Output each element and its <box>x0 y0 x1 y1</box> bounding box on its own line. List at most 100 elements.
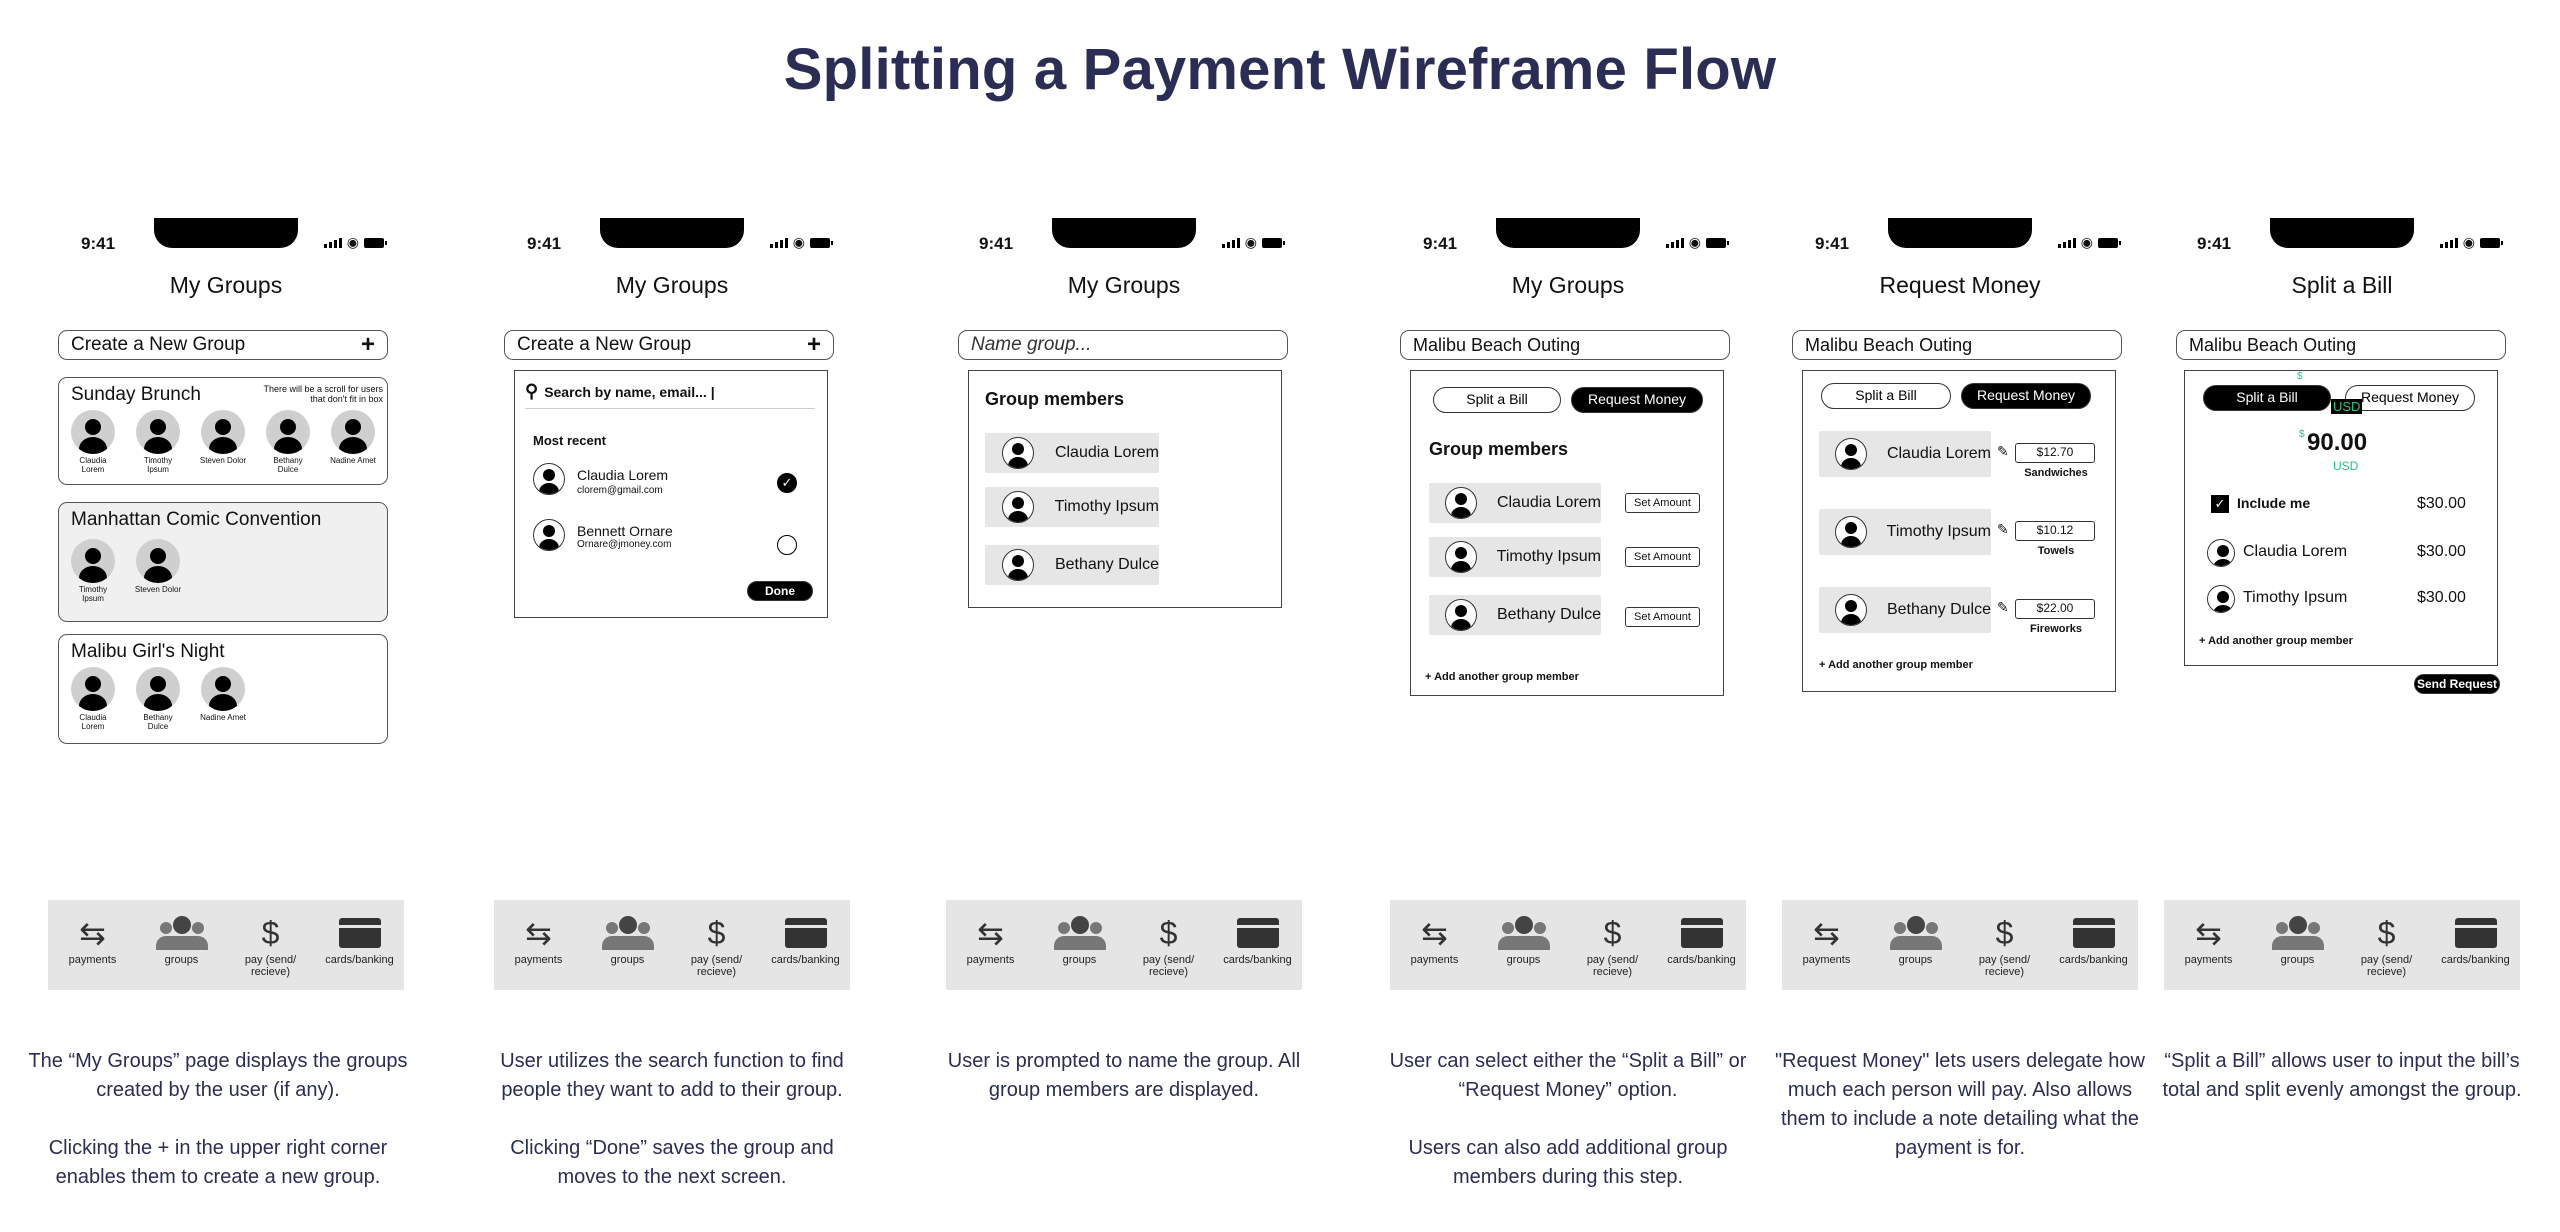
contact-row[interactable] <box>533 463 565 495</box>
pencil-icon[interactable]: ✎ <box>1997 521 2009 537</box>
nav-pay[interactable]: $pay (send/ recieve) <box>2347 912 2427 979</box>
member-row[interactable]: Claudia Lorem <box>985 433 1159 473</box>
nav-pay[interactable]: $pay (send/ recieve) <box>1965 912 2045 979</box>
nav-payments[interactable]: ⇆payments <box>1395 912 1475 966</box>
member-row[interactable]: Bethany Dulce <box>1429 595 1601 635</box>
group-name-field[interactable]: Malibu Beach Outing <box>2176 330 2506 360</box>
member-row[interactable] <box>2207 585 2235 613</box>
group-name-input[interactable]: Name group... <box>958 330 1288 360</box>
contact-row[interactable] <box>533 519 565 551</box>
member-row[interactable]: Timothy Ipsum <box>1819 509 1991 555</box>
nav-cards[interactable]: cards/banking <box>1662 912 1742 966</box>
nav-groups[interactable]: groups <box>588 912 668 966</box>
people-group-icon <box>1040 912 1120 954</box>
amount-input[interactable]: $10.12 <box>2015 521 2095 541</box>
nav-pay[interactable]: $pay (send/ recieve) <box>1129 912 1209 979</box>
nav-cards[interactable]: cards/banking <box>1218 912 1298 966</box>
create-group-button[interactable]: Create a New Group+ <box>58 330 388 360</box>
nav-groups[interactable]: groups <box>1484 912 1564 966</box>
bill-total-input[interactable]: 90.00 <box>2307 429 2368 456</box>
include-me-label: Include me <box>2237 495 2311 511</box>
split-panel: Split a Bill Request Money Group members… <box>1410 370 1724 696</box>
nav-cards[interactable]: cards/banking <box>766 912 846 966</box>
member-name: Timothy Ipsum <box>2243 589 2348 606</box>
member-avatar[interactable]: Timothy Ipsum <box>67 539 119 603</box>
member-row[interactable]: Bethany Dulce <box>985 545 1159 585</box>
member-row[interactable]: Timothy Ipsum <box>985 487 1159 527</box>
member-avatar[interactable]: Claudia Lorem <box>67 667 119 731</box>
set-amount-button[interactable]: Set Amount <box>1625 547 1700 567</box>
status-time: 9:41 <box>81 234 116 253</box>
plus-icon[interactable]: + <box>360 331 375 358</box>
step-description: User can select either the “Split a Bill… <box>1389 1050 1747 1188</box>
member-avatar[interactable]: Steven Dolor <box>197 410 249 465</box>
create-group-button[interactable]: Create a New Group+ <box>504 330 834 360</box>
request-money-tab[interactable]: Request Money <box>1571 387 1703 413</box>
set-amount-button[interactable]: Set Amount <box>1625 493 1700 513</box>
nav-pay[interactable]: $pay (send/ recieve) <box>1573 912 1653 979</box>
group-card[interactable]: Malibu Girl's Night Claudia Lorem Bethan… <box>58 634 388 744</box>
include-me-checkbox[interactable]: ✓ <box>2211 495 2229 513</box>
nav-pay[interactable]: $pay (send/ recieve) <box>231 912 311 979</box>
member-row[interactable]: Bethany Dulce <box>1819 587 1991 633</box>
group-card[interactable]: Manhattan Comic Convention Timothy Ipsum… <box>58 502 388 622</box>
pencil-icon[interactable]: ✎ <box>1997 599 2009 615</box>
send-request-button[interactable]: Send Request <box>2414 674 2500 694</box>
member-avatar[interactable]: Nadine Amet <box>327 410 379 465</box>
member-row[interactable]: Claudia Lorem <box>1429 483 1601 523</box>
member-avatar[interactable]: Nadine Amet <box>197 667 249 722</box>
request-money-tab[interactable]: Request Money <box>2345 385 2475 411</box>
nav-groups[interactable]: groups <box>1876 912 1956 966</box>
status-time: 9:41 <box>1423 234 1458 253</box>
nav-cards[interactable]: cards/banking <box>320 912 400 966</box>
split-bill-tab[interactable]: Split a Bill <box>1433 387 1561 413</box>
set-amount-button[interactable]: Set Amount <box>1625 607 1700 627</box>
group-name: Sunday Brunch <box>71 384 201 405</box>
wifi-icon: ◉ <box>2080 234 2093 250</box>
dollar-icon: $ <box>707 914 726 951</box>
pencil-icon[interactable]: ✎ <box>1997 443 2009 459</box>
nav-payments[interactable]: ⇆payments <box>499 912 579 966</box>
member-avatar[interactable]: Steven Dolor <box>132 539 184 594</box>
avatar-icon <box>331 410 375 454</box>
amount-input[interactable]: $12.70 <box>2015 443 2095 463</box>
request-money-tab[interactable]: Request Money <box>1961 383 2091 409</box>
member-row[interactable] <box>2207 539 2235 567</box>
nav-groups[interactable]: groups <box>142 912 222 966</box>
currency-tag: USD <box>2331 399 2363 414</box>
nav-groups[interactable]: groups <box>1040 912 1120 966</box>
search-input[interactable]: ⚲Search by name, email... | <box>525 381 815 409</box>
add-member-link[interactable]: + Add another group member <box>2199 635 2353 647</box>
nav-groups[interactable]: groups <box>2258 912 2338 966</box>
nav-payments[interactable]: ⇆payments <box>53 912 133 966</box>
member-avatar[interactable]: Timothy Ipsum <box>132 410 184 474</box>
add-member-link[interactable]: + Add another group member <box>1819 659 1973 671</box>
nav-payments[interactable]: ⇆payments <box>951 912 1031 966</box>
unselected-radio-icon[interactable] <box>777 535 797 555</box>
member-avatar[interactable]: Bethany Dulce <box>262 410 314 474</box>
done-button[interactable]: Done <box>747 581 813 601</box>
group-name-field[interactable]: Malibu Beach Outing <box>1400 330 1730 360</box>
group-name-field[interactable]: Malibu Beach Outing <box>1792 330 2122 360</box>
member-row[interactable]: Timothy Ipsum <box>1429 537 1601 577</box>
nav-cards[interactable]: cards/banking <box>2436 912 2516 966</box>
currency-label: USD <box>2333 459 2359 473</box>
group-card[interactable]: Sunday Brunch There will be a scroll for… <box>58 377 388 485</box>
battery-icon <box>1706 238 1729 248</box>
nav-label: payments <box>966 954 1015 966</box>
selected-check-icon[interactable]: ✓ <box>777 473 797 493</box>
split-bill-tab[interactable]: Split a Bill <box>2203 385 2331 411</box>
nav-payments[interactable]: ⇆payments <box>2169 912 2249 966</box>
plus-icon[interactable]: + <box>806 331 821 358</box>
split-bill-tab[interactable]: Split a Bill <box>1821 383 1951 409</box>
member-row[interactable]: Claudia Lorem <box>1819 431 1991 477</box>
add-member-link[interactable]: + Add another group member <box>1425 671 1579 683</box>
member-avatar[interactable]: Claudia Lorem <box>67 410 119 474</box>
nav-payments[interactable]: ⇆payments <box>1787 912 1867 966</box>
member-avatar[interactable]: Bethany Dulce <box>132 667 184 731</box>
nav-pay[interactable]: $pay (send/ recieve) <box>677 912 757 979</box>
nav-cards[interactable]: cards/banking <box>2054 912 2134 966</box>
bottom-nav: ⇆payments groups $pay (send/ recieve) ca… <box>1390 900 1746 990</box>
amount-input[interactable]: $22.00 <box>2015 599 2095 619</box>
people-group-icon <box>142 912 222 954</box>
